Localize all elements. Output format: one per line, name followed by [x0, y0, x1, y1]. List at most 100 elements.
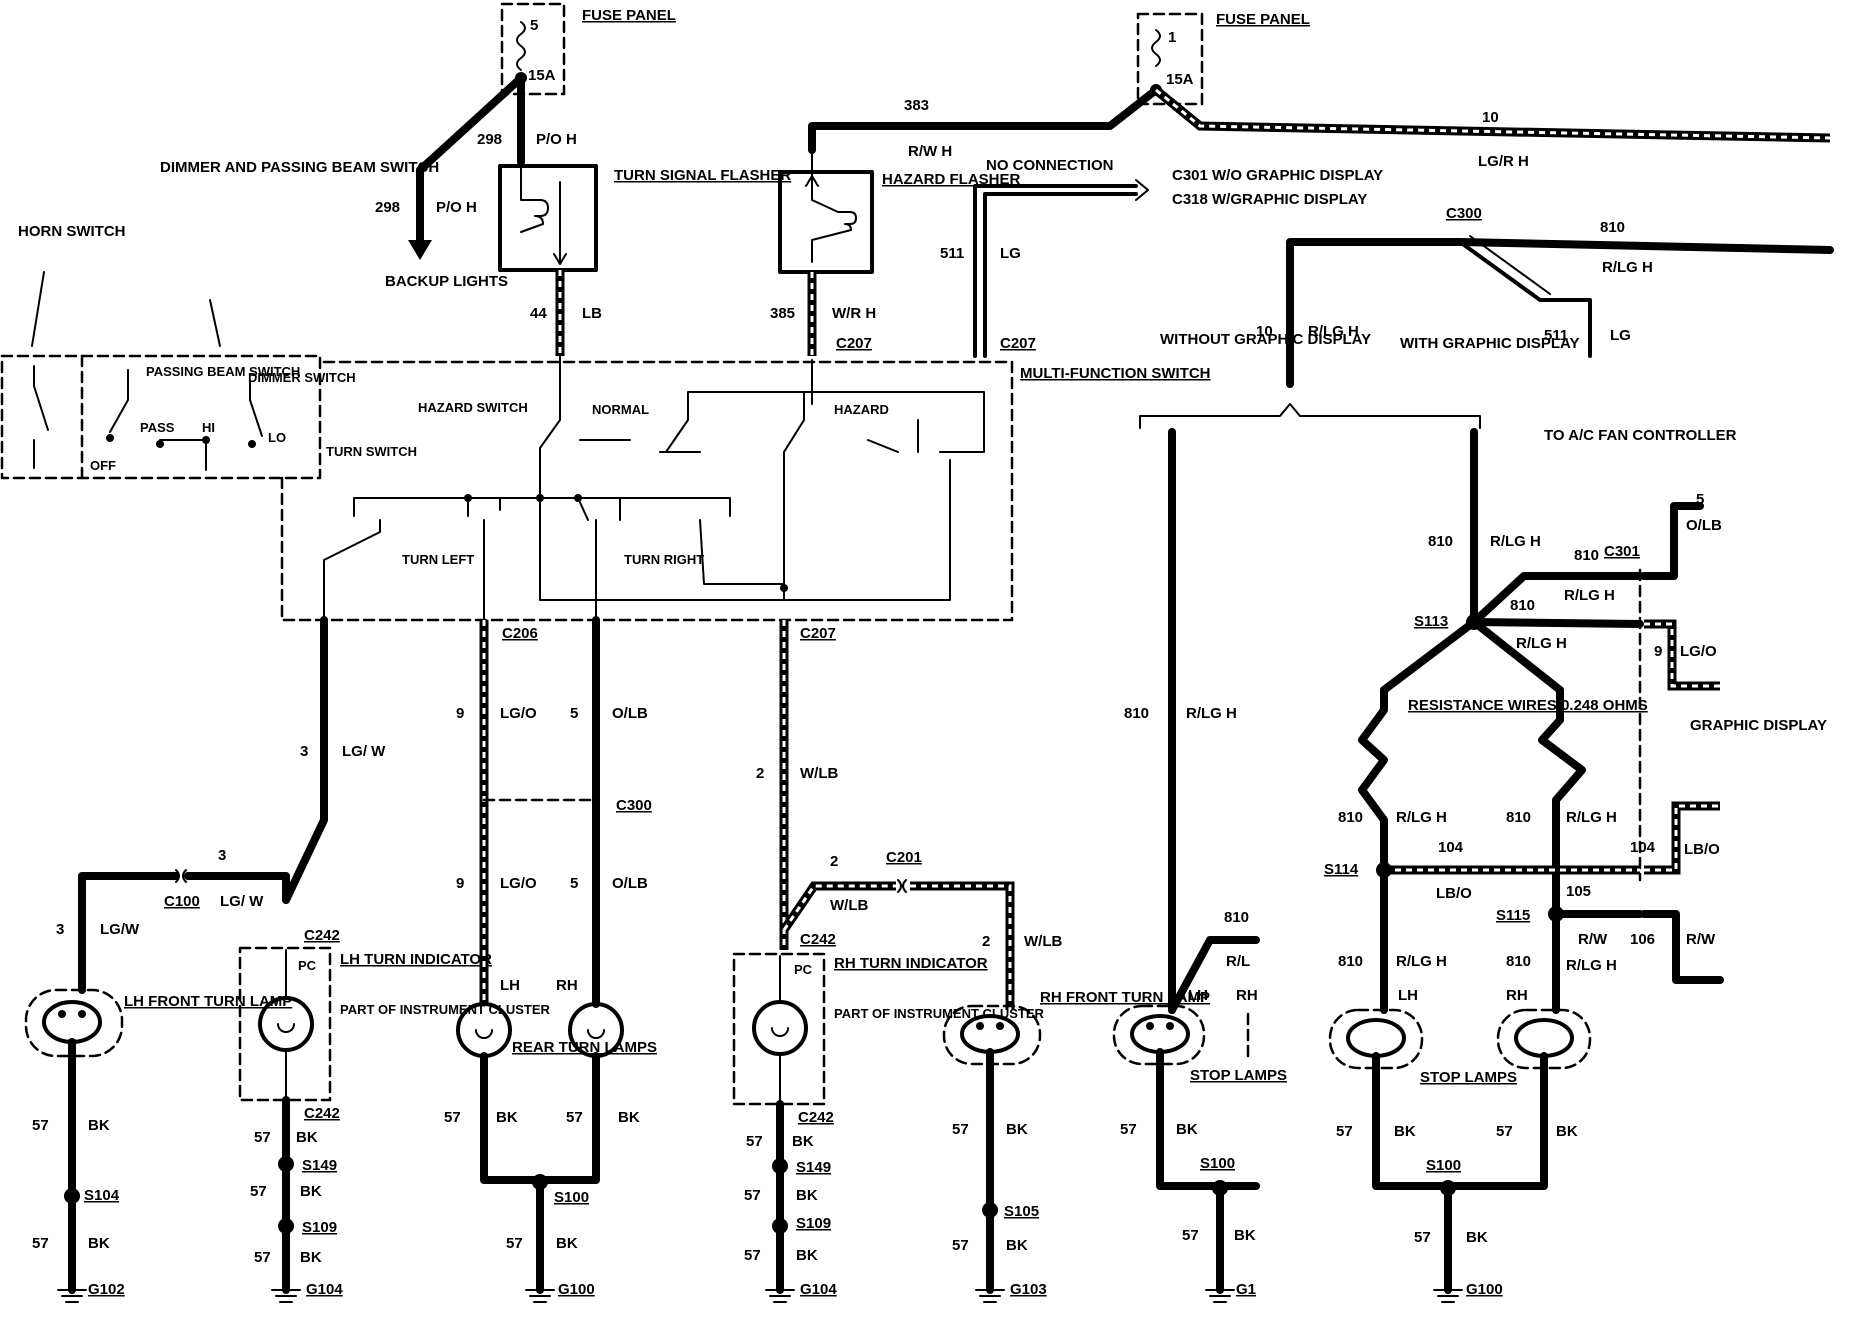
- bk-5-label: BK: [300, 1249, 322, 1266]
- wire-3b: [184, 872, 290, 904]
- wire-810-top-label: 810: [1600, 219, 1625, 236]
- fuse-panel-right-label: FUSE PANEL: [1216, 11, 1310, 28]
- lh-front-turn-lamp: LH FRONT TURN LAMP: [24, 988, 292, 1058]
- wire-10-label: 10: [1482, 109, 1499, 126]
- w2-label: 2: [756, 765, 764, 782]
- c301-r-label: C301: [1604, 543, 1640, 560]
- turn-signal-flasher-label: TURN SIGNAL FLASHER: [614, 167, 791, 184]
- bk-2-label: BK: [88, 1235, 110, 1252]
- g1-cut-label: G1: [1236, 1281, 1256, 1298]
- w104a-label: 104: [1438, 839, 1464, 856]
- rh-a-label: RH: [556, 977, 578, 994]
- hazard-flasher: HAZARD FLASHER: [778, 151, 1020, 274]
- with-graphic-label: WITH GRAPHIC DISPLAY: [1400, 335, 1579, 352]
- lh-b-label: LH: [1188, 987, 1208, 1004]
- stop-lamps-a-label: STOP LAMPS: [1190, 1067, 1287, 1084]
- s105-label: S105: [1004, 1203, 1039, 1220]
- wire-298b-label: 298: [375, 199, 400, 216]
- w2b-label: 2: [830, 853, 838, 870]
- pc-a-label: PC: [298, 958, 317, 973]
- g102-label: G102: [88, 1281, 125, 1298]
- w57-18-label: 57: [1414, 1229, 1431, 1246]
- lgo-a-label: LG/O: [500, 705, 537, 722]
- c300-top-label: C300: [1446, 205, 1482, 222]
- fuse-panel-label: FUSE PANEL: [582, 7, 676, 24]
- wire-511b-color: LG: [1610, 327, 1631, 344]
- bk-14-label: BK: [1176, 1121, 1198, 1138]
- turn-switch-label: TURN SWITCH: [326, 444, 417, 459]
- w9b-label: 9: [456, 875, 464, 892]
- w5-r-label: 5: [1696, 491, 1704, 508]
- w810-r4-label: 810: [1506, 809, 1531, 826]
- display-bracket: [1139, 403, 1481, 429]
- c242c-label: C242: [304, 1105, 340, 1122]
- wire-810-top-color: R/LG H: [1602, 259, 1653, 276]
- s109b-label: S109: [796, 1215, 831, 1232]
- pc-b-label: PC: [794, 962, 813, 977]
- w57-2-label: 57: [32, 1235, 49, 1252]
- wire-298-backup: [416, 74, 525, 254]
- rear-turn-lamps: LH RH REAR TURN LAMPS: [456, 977, 657, 1058]
- rh-b-label: RH: [1236, 987, 1258, 1004]
- wire-298b-color: P/O H: [436, 199, 477, 216]
- w57-12-label: 57: [952, 1121, 969, 1138]
- rlgh-wo-label: R/LG H: [1186, 705, 1237, 722]
- w104b-label: 104: [1630, 839, 1656, 856]
- wlb-b-label: W/LB: [830, 897, 868, 914]
- wire-511-hollow: [973, 184, 1138, 358]
- hi-label: HI: [202, 420, 215, 435]
- wire-3: [282, 616, 328, 904]
- fuse-15a-label: 15A: [528, 67, 556, 84]
- s115-label: S115: [1496, 907, 1530, 924]
- stop-lamps-b-label: STOP LAMPS: [1420, 1069, 1517, 1086]
- to-ac-label: TO A/C FAN CONTROLLER: [1544, 427, 1737, 444]
- backup-arrow: [408, 240, 432, 260]
- w810-wo-label: 810: [1124, 705, 1149, 722]
- w810-c301-label: 810: [1574, 547, 1599, 564]
- stop-lamps-with: LH RH STOP LAMPS: [1328, 987, 1592, 1086]
- s109a-label: S109: [302, 1219, 337, 1236]
- wire-57-stop-b: [1372, 1052, 1548, 1190]
- without-graphic-label: WITHOUT GRAPHIC DISPLAY: [1160, 331, 1371, 348]
- c300-mid-label: C300: [616, 797, 652, 814]
- bk-3-label: BK: [296, 1129, 318, 1146]
- wlb-c-label: W/LB: [1024, 933, 1062, 950]
- w57-3-label: 57: [254, 1129, 271, 1146]
- olb-r-label: O/LB: [1686, 517, 1722, 534]
- turn-signal-flasher: TURN SIGNAL FLASHER: [498, 164, 791, 272]
- c100-label: C100: [164, 893, 200, 910]
- bk-13-label: BK: [1006, 1237, 1028, 1254]
- w57-14-label: 57: [1120, 1121, 1137, 1138]
- w57-1-label: 57: [32, 1117, 49, 1134]
- bk-11-label: BK: [796, 1247, 818, 1264]
- wire-810-c301: [1470, 572, 1644, 626]
- turn-left-label: TURN LEFT: [402, 552, 474, 567]
- bk-7-label: BK: [618, 1109, 640, 1126]
- w9-r-label: 9: [1654, 643, 1662, 660]
- c206-label: C206: [502, 625, 538, 642]
- normal-label: NORMAL: [592, 402, 649, 417]
- bk-4-label: BK: [300, 1183, 322, 1200]
- c242b-label: C242: [800, 931, 836, 948]
- rear-turn-lamps-label: REAR TURN LAMPS: [512, 1039, 657, 1056]
- rlgh-l1-label: R/LG H: [1396, 809, 1447, 826]
- g100b-label: G100: [1466, 1281, 1503, 1298]
- wire-104b: [1644, 801, 1720, 875]
- s104-label: S104: [84, 1187, 120, 1204]
- w5b-label: 5: [570, 875, 578, 892]
- rlgh-r2-label: R/LG H: [1564, 587, 1615, 604]
- w57-17-label: 57: [1496, 1123, 1513, 1140]
- wire-3b-label: 3: [218, 847, 226, 864]
- lo-label: LO: [268, 430, 286, 445]
- bk-10-label: BK: [796, 1187, 818, 1204]
- wire-810-r2: [1470, 618, 1644, 628]
- w810-cut-label: 810: [1224, 909, 1249, 926]
- pass-label: PASS: [140, 420, 175, 435]
- c242d-label: C242: [798, 1109, 834, 1126]
- s114-splice: [1376, 862, 1392, 878]
- w106-label: 106: [1630, 931, 1655, 948]
- wire-385-label: 385: [770, 305, 795, 322]
- wire-3b-color: LG/ W: [220, 893, 264, 910]
- multi-function-switch-label: MULTI-FUNCTION SWITCH: [1020, 365, 1211, 382]
- bk-1-label: BK: [88, 1117, 110, 1134]
